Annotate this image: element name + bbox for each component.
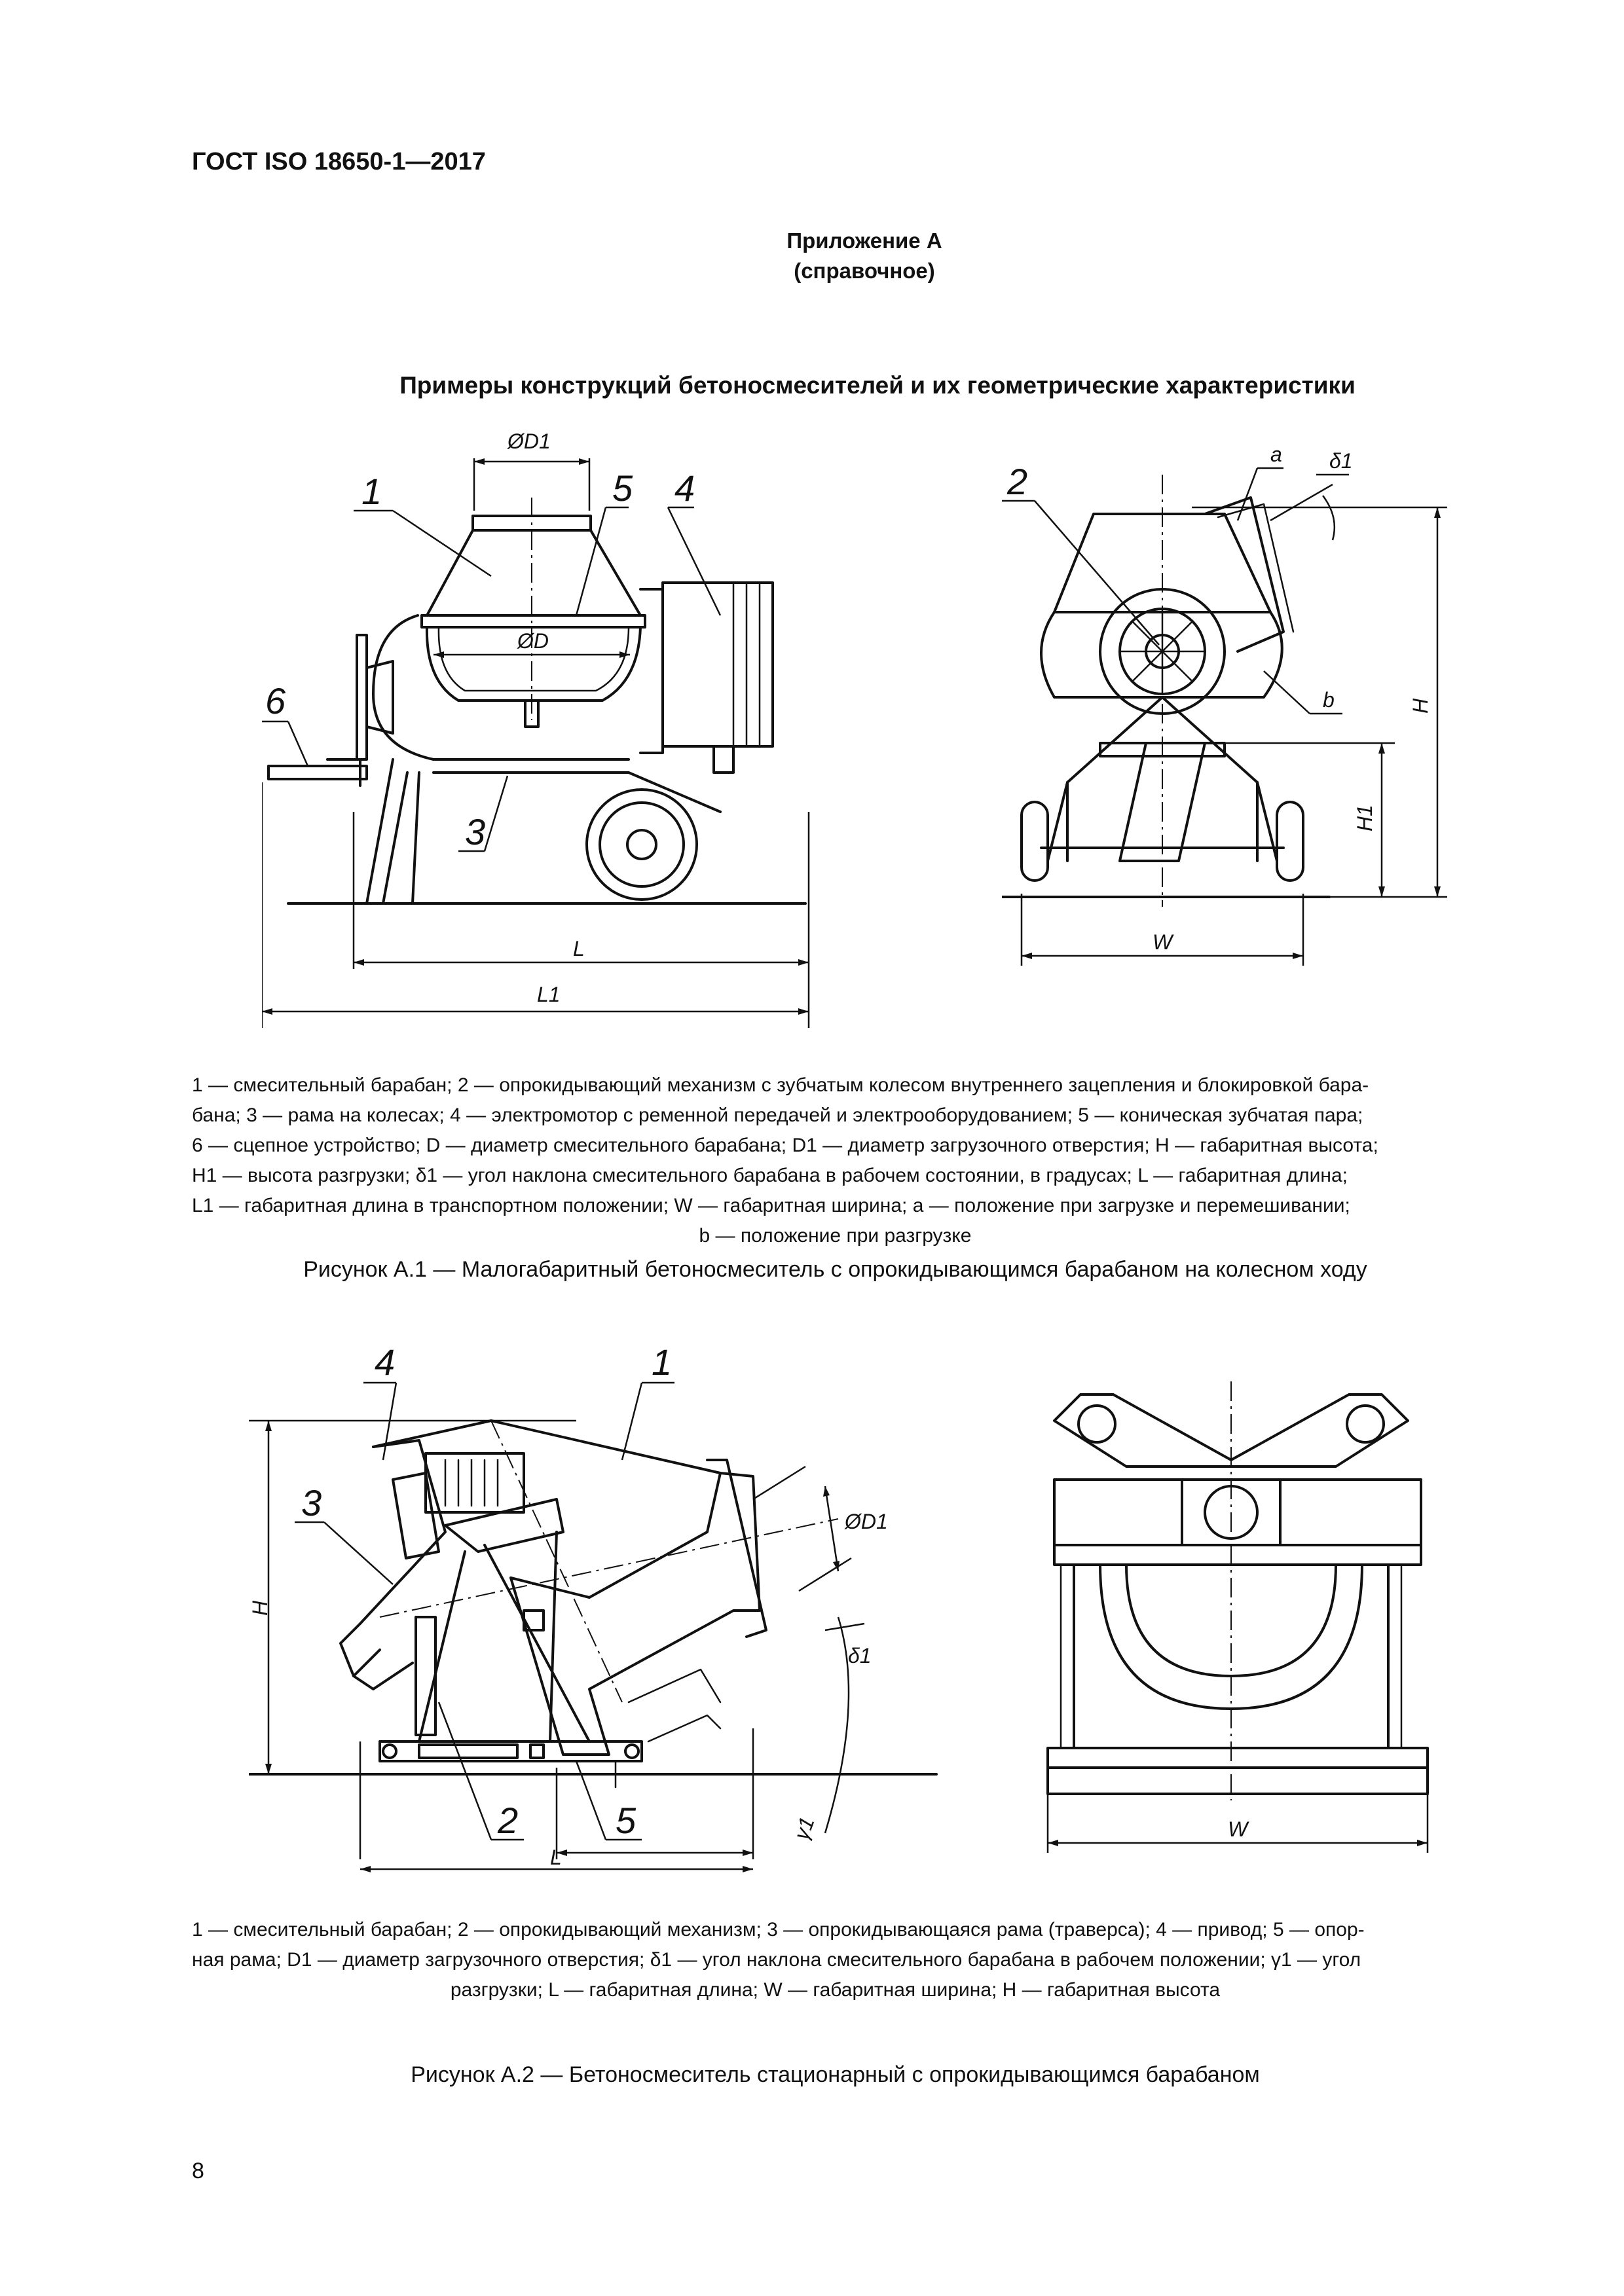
label-L: L — [573, 937, 585, 960]
callout-4-fig2: 4 — [375, 1341, 395, 1383]
appendix-title: Приложение А — [786, 228, 942, 253]
label-delta1: δ1 — [1329, 449, 1353, 473]
callout-2-fig2: 2 — [497, 1800, 518, 1841]
figure1-side-view: ØD1 ØD L L1 1 4 5 6 3 — [262, 429, 810, 1028]
label-W-fig2: W — [1228, 1817, 1249, 1841]
legend-line: ная рама; D1 — диаметр загрузочного отве… — [192, 1949, 1361, 1971]
legend-line: разгрузки; L — габаритная длина; W — габ… — [450, 1979, 1221, 2001]
callout-6: 6 — [265, 680, 286, 721]
appendix-subtitle: (справочное) — [794, 259, 935, 283]
legend-line: L1 — габаритная длина в транспортном пол… — [192, 1195, 1350, 1216]
callout-3: 3 — [465, 811, 485, 852]
label-W: W — [1153, 930, 1174, 954]
label-H: H — [1409, 698, 1432, 714]
figure2-legend: 1 — смесительный барабан; 2 — опрокидыва… — [192, 1915, 1479, 2005]
label-L1: L1 — [537, 983, 561, 1006]
callout-4: 4 — [674, 467, 695, 509]
callout-1: 1 — [361, 471, 382, 512]
label-D1: ØD1 — [507, 429, 551, 453]
page-number: 8 — [192, 2159, 204, 2183]
legend-line: бана; 3 — рама на колесах; 4 — электромо… — [192, 1104, 1363, 1126]
figure1-legend: 1 — смесительный барабан; 2 — опрокидыва… — [192, 1070, 1479, 1251]
label-H-fig2: H — [249, 1600, 272, 1616]
legend-line: 1 — смесительный барабан; 2 — опрокидыва… — [192, 1074, 1369, 1096]
legend-line: 1 — смесительный барабан; 2 — опрокидыва… — [192, 1919, 1365, 1941]
figure2-caption: Рисунок А.2 — Бетоносмеситель стационарн… — [411, 2062, 1260, 2087]
legend-line: H1 — высота разгрузки; δ1 — угол наклона… — [192, 1165, 1348, 1186]
figure2-side-view: H ØD1 δ1 γ1 4 1 3 2 5 L — [249, 1341, 938, 1872]
appendix-heading: Приложение А (справочное) — [681, 226, 1048, 286]
legend-line: b — положение при разгрузке — [699, 1225, 972, 1247]
label-b: b — [1323, 688, 1335, 712]
main-title: Примеры конструкций бетоносмесителей и и… — [399, 372, 1356, 399]
legend-line: 6 — сцепное устройство; D — диаметр смес… — [192, 1135, 1378, 1156]
callout-2: 2 — [1006, 461, 1027, 502]
callout-1-fig2: 1 — [652, 1341, 672, 1383]
figure1-front-view: W H H1 2 a δ1 b — [1002, 443, 1447, 966]
callout-5: 5 — [612, 467, 633, 509]
label-H1: H1 — [1353, 805, 1376, 831]
label-D1-fig2: ØD1 — [844, 1510, 888, 1533]
label-gamma1: γ1 — [789, 1814, 819, 1843]
label-L-fig2: L — [550, 1846, 562, 1869]
callout-3-fig2: 3 — [301, 1482, 322, 1523]
label-D: ØD — [517, 629, 549, 653]
label-delta1-fig2: δ1 — [848, 1644, 872, 1667]
document-code: ГОСТ ISO 18650-1—2017 — [192, 148, 486, 175]
label-a: a — [1270, 443, 1282, 466]
figure2-front-view: W — [1046, 1381, 1429, 1853]
figure1-caption: Рисунок А.1 — Малогабаритный бетоносмеси… — [303, 1257, 1367, 1282]
callout-5-fig2: 5 — [616, 1800, 637, 1841]
